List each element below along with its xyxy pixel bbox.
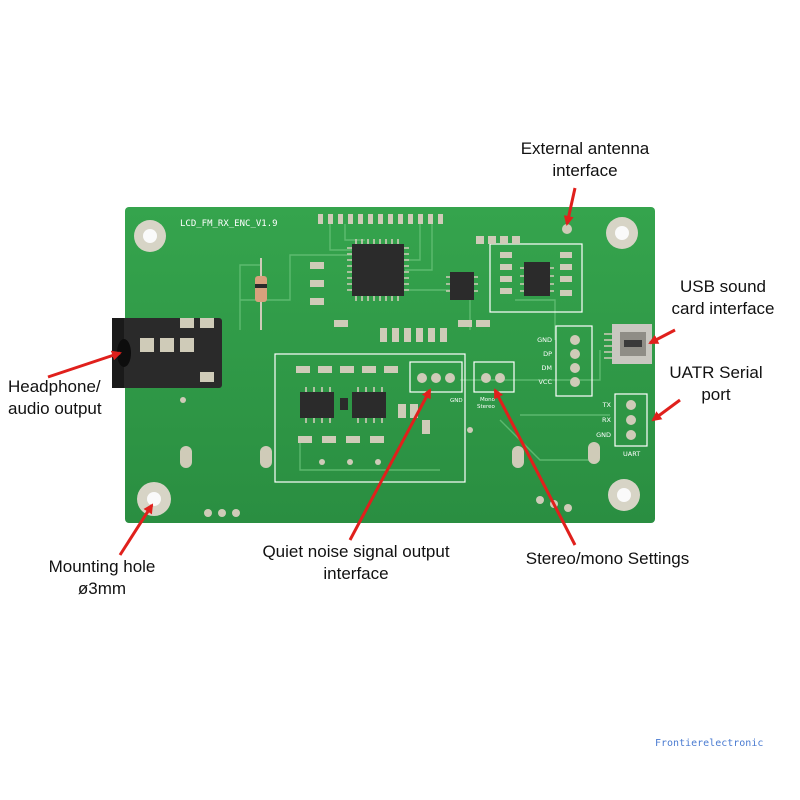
annotation-arrows (47, 187, 681, 556)
uart-header-outline (614, 393, 648, 447)
label-headphone: Headphone/ audio output (8, 377, 102, 418)
stereo-header-outline (473, 361, 515, 393)
arrow-stereo (493, 388, 577, 546)
opamp-right (352, 387, 386, 423)
usb-module-outline (489, 243, 583, 313)
arrow-antenna (563, 187, 577, 226)
label-mounting: Mounting hole ø3mm (48, 557, 156, 598)
usb-pin-vcc: VCC (538, 378, 552, 386)
mute-header-outline (409, 361, 463, 393)
arrow-headphone (47, 350, 122, 379)
uart-pin-gnd: GND (596, 431, 611, 439)
diode-component (255, 258, 267, 330)
mute-silk-label: GND (450, 398, 463, 404)
arrow-uart (651, 398, 681, 422)
stereo-silk-label: Stereo (477, 404, 496, 410)
usb-pin-dp: DP (543, 350, 552, 358)
uart-header-pins (626, 400, 636, 440)
uart-pin-tx: TX (602, 401, 612, 409)
uart-silk-label: UART (623, 450, 640, 458)
label-stereo: Stereo/mono Settings (525, 549, 690, 568)
silkscreen-title: LCD_FM_RX_ENC_V1.9 (180, 219, 278, 229)
mono-silk-label: Mono (480, 397, 496, 403)
mcu-chip (347, 239, 409, 301)
label-usb: USB sound card interface (671, 277, 775, 318)
usb-module-passives (500, 252, 572, 296)
audio-passives (296, 366, 430, 443)
mounting-hole-bottom-right (608, 479, 640, 511)
watermark: Frontierelectronic (655, 738, 764, 749)
arrow-mounting (118, 503, 154, 556)
usb-module-ic (520, 262, 554, 296)
label-quiet-noise: Quiet noise signal output interface (262, 542, 450, 583)
antenna-pad (562, 224, 572, 234)
mounting-hole-top-right (606, 217, 638, 249)
arrow-usb (648, 328, 676, 345)
arrow-quiet-noise (348, 388, 432, 541)
mounting-hole-top-left (134, 220, 166, 252)
top-header-pads (318, 214, 443, 224)
usb-pin-dm: DM (541, 364, 552, 372)
label-uart: UATR Serial port (669, 363, 763, 404)
headphone-jack (112, 318, 222, 388)
uart-pin-rx: RX (602, 416, 612, 424)
usb-header-pins (570, 335, 580, 387)
mute-header-pins (417, 373, 455, 383)
label-antenna: External antenna interface (520, 139, 650, 180)
pcb-traces (239, 224, 610, 471)
opamp-left (300, 387, 334, 423)
mounting-hole-bottom-left (137, 482, 171, 516)
micro-usb-connector (604, 324, 652, 364)
audio-section-outline (274, 353, 466, 483)
passive-components (310, 236, 520, 342)
usb-pin-gnd: GND (537, 336, 552, 344)
small-ic (446, 272, 478, 300)
bottom-slot-pads (180, 397, 600, 517)
usb-header-outline (555, 325, 593, 397)
stereo-header-pins (481, 373, 505, 383)
